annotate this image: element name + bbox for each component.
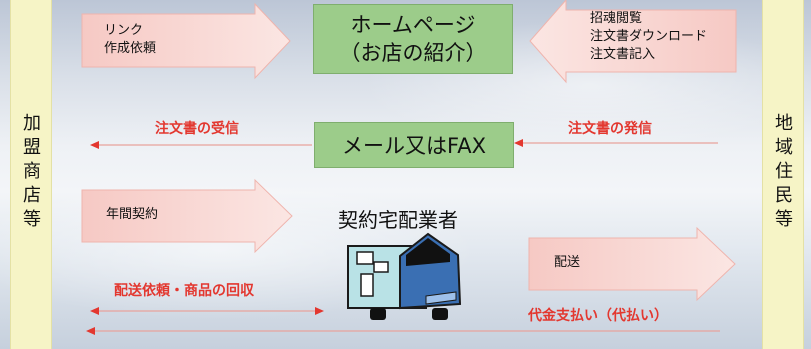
arrow-delivery (528, 226, 736, 302)
truck-icon (347, 232, 462, 320)
arrowhead-pickup-left (90, 307, 99, 315)
mail-fax-label: メール又はFAX (342, 134, 486, 158)
arrowhead-order-receive (90, 141, 99, 149)
arrowhead-pickup-right (315, 307, 324, 315)
arrow-browse (529, 0, 737, 84)
arrow-link-request (81, 2, 291, 80)
pickup-request-label: 配送依頼・商品の回収 (114, 283, 254, 299)
annual-contract-label: 年間契約 (106, 207, 159, 222)
arrowhead-payment (86, 327, 95, 335)
homepage-box: ホームページ （お店の紹介） (313, 4, 513, 74)
side-label-franchise: 加 盟 商 店 等 (23, 113, 41, 230)
browse-label: 招魂閲覧 注文書ダウンロード 注文書記入 (590, 11, 708, 62)
courier-title: 契約宅配業者 (338, 208, 458, 232)
payment-label: 代金支払い（代払い） (528, 308, 668, 324)
order-receive-label: 注文書の受信 (155, 121, 239, 137)
side-bar-residents: 地 域 住 民 等 (762, 0, 804, 349)
mail-fax-box: メール又はFAX (314, 122, 514, 168)
order-send-label: 注文書の発信 (568, 121, 652, 137)
side-label-residents: 地 域 住 民 等 (775, 113, 793, 230)
arrowhead-order-send (514, 139, 523, 147)
delivery-label: 配送 (554, 255, 581, 270)
homepage-title: ホームページ (350, 13, 476, 37)
side-bar-franchise: 加 盟 商 店 等 (10, 0, 52, 349)
link-request-label: リンク 作成依頼 (104, 23, 157, 56)
homepage-subtitle: （お店の紹介） (339, 41, 487, 65)
arrow-annual-contract (81, 178, 293, 254)
